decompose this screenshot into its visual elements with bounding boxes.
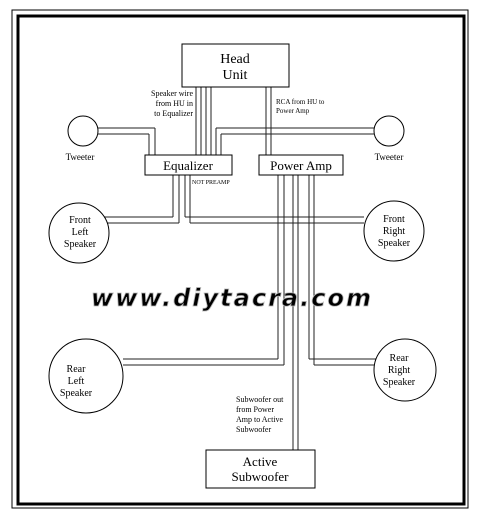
head-unit-label-line1: Head [220, 52, 250, 67]
speaker-wire-note-line1: Speaker wire [151, 89, 193, 98]
rear-right-speaker: Rear Right Speaker [373, 338, 437, 402]
speaker-wire-note-line3: to Equalizer [154, 109, 193, 118]
rear-left-label-line2: Left [68, 376, 85, 387]
tweeter-left: Tweeter [66, 115, 99, 162]
subwoofer-note-line3: Amp to Active [236, 415, 284, 424]
power-amp-label: Power Amp [270, 158, 332, 173]
front-left-label-line3: Speaker [64, 239, 97, 250]
equalizer-label: Equalizer [163, 158, 213, 173]
diagram-frame-inner [16, 14, 466, 506]
subwoofer-note-line1: Subwoofer out [236, 395, 284, 404]
rear-left-label-line1: Rear [67, 364, 87, 375]
front-right-label-line2: Right [383, 226, 405, 237]
equalizer: Equalizer [144, 154, 233, 176]
tweeter-right: Tweeter [373, 115, 405, 162]
watermark: www.diytacra.com [91, 284, 373, 312]
wiring [97, 87, 378, 450]
front-right-label-line1: Front [383, 214, 405, 225]
head-unit-label-line2: Unit [223, 68, 248, 83]
active-subwoofer: Active Subwoofer [205, 449, 316, 489]
front-left-speaker: Front Left Speaker [48, 202, 110, 264]
rca-note: RCA from HU to Power Amp [276, 98, 325, 115]
front-right-label-line3: Speaker [378, 238, 411, 249]
not-preamp-note: NOT PREAMP [192, 180, 230, 186]
rca-note-line1: RCA from HU to [276, 98, 325, 106]
front-left-label-line1: Front [69, 215, 91, 226]
power-amp: Power Amp [258, 154, 344, 176]
head-unit: Head Unit [181, 43, 290, 88]
rear-left-speaker: Rear Left Speaker [48, 338, 124, 414]
front-left-label-line2: Left [72, 227, 89, 238]
tweeter-left-label: Tweeter [66, 152, 95, 162]
rca-note-line2: Power Amp [276, 107, 310, 115]
active-subwoofer-label-line2: Subwoofer [231, 469, 289, 484]
rear-right-label-line2: Right [388, 365, 410, 376]
subwoofer-note-line4: Subwoofer [236, 425, 271, 434]
rear-right-label-line3: Speaker [383, 377, 416, 388]
subwoofer-note-line2: from Power [236, 405, 274, 414]
tweeter-right-label: Tweeter [375, 152, 404, 162]
speaker-wire-note-line2: from HU in [156, 99, 193, 108]
subwoofer-note: Subwoofer out from Power Amp to Active S… [236, 395, 284, 434]
diagram-frame-outer [11, 9, 469, 509]
front-right-speaker: Front Right Speaker [363, 200, 425, 262]
rear-right-label-line1: Rear [390, 353, 410, 364]
active-subwoofer-label-line1: Active [243, 454, 278, 469]
speaker-wire-note: Speaker wire from HU in to Equalizer [151, 89, 193, 118]
rear-left-label-line3: Speaker [60, 388, 93, 399]
